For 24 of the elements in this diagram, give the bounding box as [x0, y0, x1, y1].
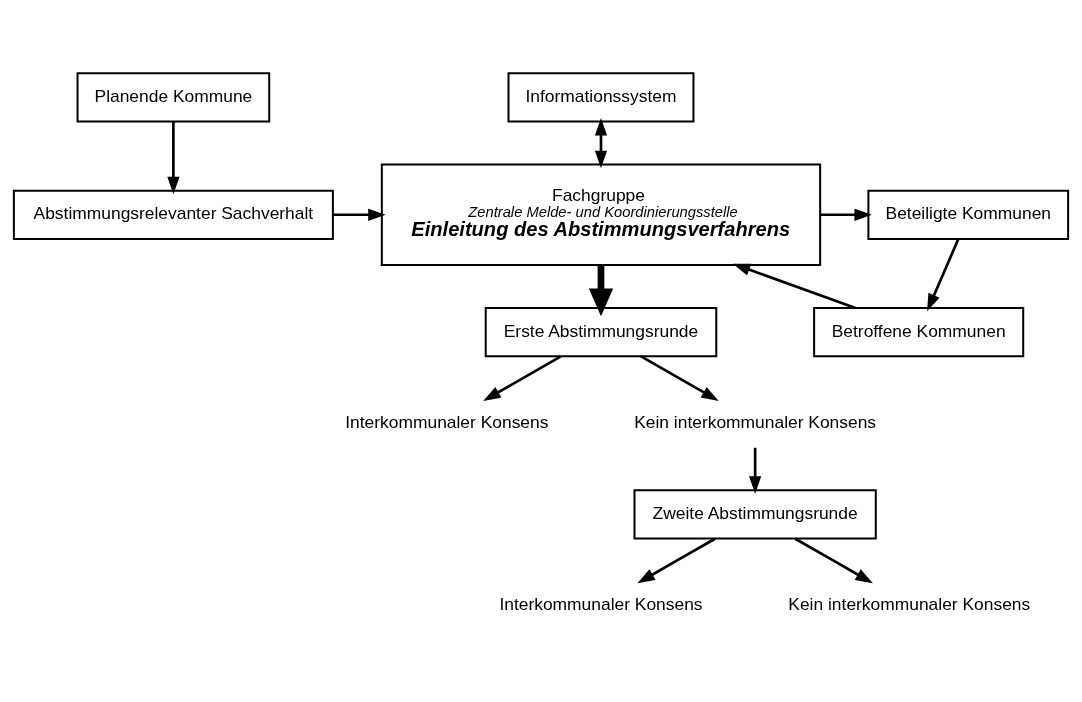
node-box: Planende Kommune [76, 71, 271, 123]
node-box: Abstimmungsrelevanter Sachverhalt [12, 189, 334, 240]
node-text: Kein interkommunaler Konsens [788, 593, 1031, 614]
node-text: Interkommunaler Konsens [499, 593, 703, 614]
node-text: Kein interkommunaler Konsens [634, 411, 877, 432]
arrow [637, 537, 716, 583]
arrow [640, 354, 719, 401]
arrow [749, 447, 762, 494]
node-box: Betroffene Kommunen [813, 306, 1025, 357]
arrow [794, 537, 873, 583]
arrow [732, 263, 856, 309]
arrow [927, 238, 960, 311]
arrow [332, 208, 386, 221]
arrow [167, 121, 180, 194]
arrow [820, 208, 872, 221]
node-box: Erste Abstimmungsrunde [484, 306, 718, 357]
node-box: Beteiligte Kommunen [867, 189, 1070, 240]
node-box: Fachgruppe Zentrale Melde- und Koordinierungsstelle Einleitung des Abstimmungsverfahrens [380, 163, 822, 266]
arrow [594, 117, 608, 168]
node-text: Interkommunaler Konsens [345, 411, 549, 432]
arrow [588, 264, 614, 316]
arrow [483, 354, 562, 401]
node-box: Zweite Abstimmungsrunde [633, 488, 877, 539]
node-box: Informationssystem [507, 71, 695, 123]
